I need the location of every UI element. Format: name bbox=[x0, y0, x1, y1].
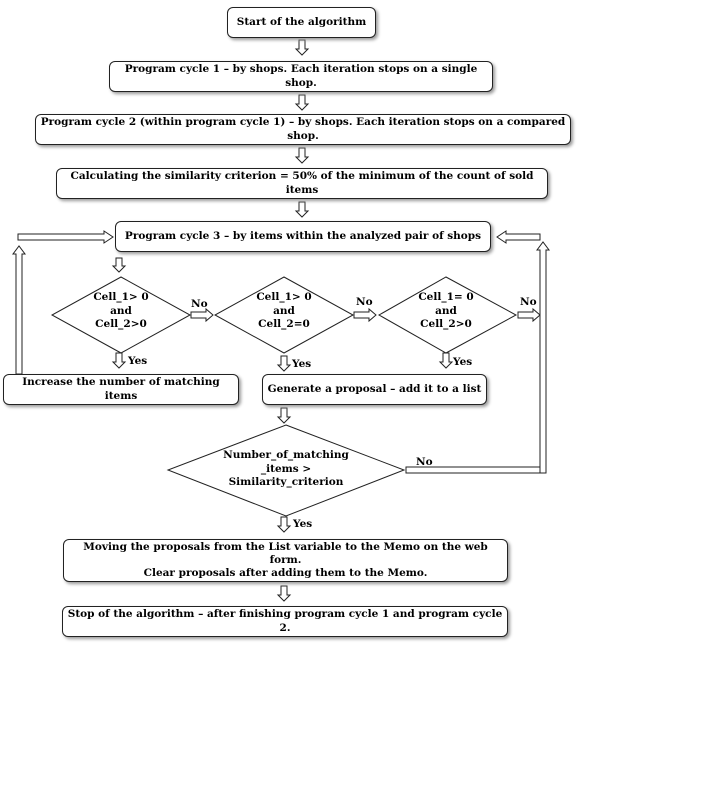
decision-diamond-1 bbox=[50, 276, 192, 354]
down-arrow-icon bbox=[294, 201, 310, 218]
proposal-box: Generate a proposal – add it to a list bbox=[262, 374, 487, 405]
decision-2-text: Cell_1> 0 and Cell_2=0 bbox=[256, 291, 312, 331]
down-arrow-icon bbox=[294, 94, 310, 111]
down-arrow-icon bbox=[111, 352, 127, 369]
decision-diamond-3 bbox=[377, 276, 518, 354]
down-arrow-icon bbox=[111, 257, 127, 273]
down-arrow-icon bbox=[294, 39, 310, 56]
yes-label-1: Yes bbox=[128, 355, 148, 367]
right-arrow-icon bbox=[353, 307, 377, 323]
no-label-2: No bbox=[356, 296, 373, 308]
down-arrow-icon bbox=[276, 585, 292, 602]
down-arrow-icon bbox=[276, 407, 292, 424]
loop-back-arrow bbox=[536, 241, 550, 474]
down-arrow-icon bbox=[294, 147, 310, 164]
down-arrow-icon bbox=[276, 355, 292, 372]
yes-label-3: Yes bbox=[453, 356, 473, 368]
cycle2-box: Program cycle 2 (within program cycle 1)… bbox=[35, 114, 571, 145]
yes-label-2: Yes bbox=[292, 358, 312, 370]
cycle1-box: Program cycle 1 – by shops. Each iterati… bbox=[109, 61, 493, 92]
right-arrow-icon bbox=[17, 230, 114, 244]
moving-box: Moving the proposals from the List varia… bbox=[63, 539, 508, 582]
decision-diamond-4 bbox=[166, 424, 406, 517]
down-arrow-icon bbox=[276, 516, 292, 533]
right-arrow-icon bbox=[190, 307, 214, 323]
no-label-1: No bbox=[191, 298, 208, 310]
no-label-4: No bbox=[416, 456, 433, 468]
decision-3-text: Cell_1= 0 and Cell_2>0 bbox=[418, 291, 474, 331]
stop-box: Stop of the algorithm – after finishing … bbox=[62, 606, 508, 637]
right-arrow-icon bbox=[517, 307, 541, 323]
down-arrow-icon bbox=[438, 352, 454, 369]
left-arrow-icon bbox=[496, 230, 541, 244]
criterion-box: Calculating the similarity criterion = 5… bbox=[56, 168, 548, 199]
decision-4-text: Number_of_matching _items > Similarity_c… bbox=[223, 449, 349, 489]
loop-back-arrow bbox=[12, 245, 26, 375]
no-label-3: No bbox=[520, 296, 537, 308]
cycle3-box: Program cycle 3 – by items within the an… bbox=[115, 221, 491, 252]
yes-label-4: Yes bbox=[293, 518, 313, 530]
increase-box: Increase the number of matching items bbox=[3, 374, 239, 405]
start-box: Start of the algorithm bbox=[227, 7, 376, 38]
decision-diamond-2 bbox=[213, 276, 355, 354]
decision-1-text: Cell_1> 0 and Cell_2>0 bbox=[93, 291, 149, 331]
